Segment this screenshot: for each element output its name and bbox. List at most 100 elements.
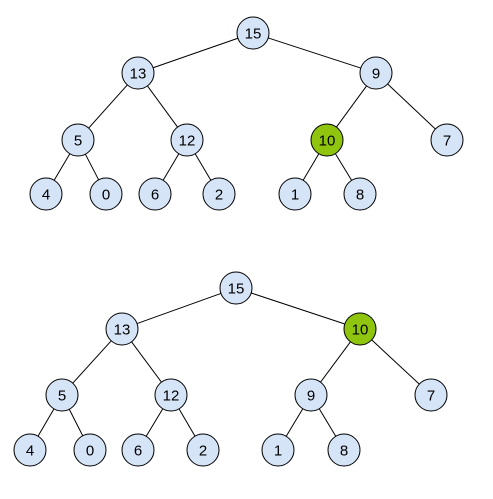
- node-label: 8: [356, 187, 364, 204]
- node-circle: [105, 312, 139, 346]
- tree-node: 5: [61, 123, 95, 157]
- edge-heap-before-a15-a13: [152, 37, 239, 69]
- node-label: 7: [427, 388, 435, 405]
- node-circle: [414, 378, 448, 412]
- edge-heap-before-a12-a2: [194, 153, 212, 181]
- node-circle: [121, 56, 155, 90]
- node-label: 8: [340, 443, 348, 460]
- node-label: 0: [86, 443, 94, 460]
- node-label: 2: [215, 187, 223, 204]
- edge-heap-before-a9-a7: [387, 83, 436, 130]
- edge-heap-after-b9-b1: [285, 408, 304, 437]
- node-circle: [359, 56, 393, 90]
- tree-node: 8: [343, 177, 377, 211]
- node-circle: [29, 177, 63, 211]
- node-circle: [278, 177, 312, 211]
- node-circle: [45, 378, 79, 412]
- node-label: 1: [291, 187, 299, 204]
- edge-heap-after-b9-b8: [318, 408, 337, 437]
- nodes-layer: 15 13 9 5 12 10 7 4 0 6 2 1 8 15 13 10 5 12 9 7 4 0 6 2 1 8: [13, 16, 464, 467]
- tree-node: 15: [219, 271, 253, 305]
- node-label: 12: [163, 388, 180, 405]
- edges-layer: [37, 37, 436, 437]
- node-label: 15: [245, 26, 262, 43]
- node-circle: [61, 123, 95, 157]
- highlighted-node-circle: [343, 312, 377, 346]
- tree-node: 5: [45, 378, 79, 412]
- edge-heap-before-a9-a10: [336, 85, 367, 128]
- node-label: 1: [274, 443, 282, 460]
- tree-node: 0: [89, 177, 123, 211]
- node-label: 12: [179, 133, 196, 150]
- node-label: 7: [443, 133, 451, 150]
- node-label: 13: [130, 66, 147, 83]
- node-circle: [430, 123, 464, 157]
- node-circle: [170, 123, 204, 157]
- tree-node: 13: [105, 312, 139, 346]
- node-label: 4: [42, 187, 50, 204]
- node-circle: [202, 177, 236, 211]
- tree-node: 6: [138, 177, 172, 211]
- edge-heap-before-a5-a0: [84, 153, 100, 181]
- tree-node: 12: [170, 123, 204, 157]
- tree-node: 7: [430, 123, 464, 157]
- edge-heap-after-b13-b5: [72, 340, 112, 384]
- node-circle: [294, 378, 328, 412]
- node-circle: [73, 433, 107, 467]
- node-label: 9: [372, 66, 380, 83]
- edge-heap-after-b15-b10: [251, 292, 345, 325]
- node-circle: [121, 433, 155, 467]
- edge-heap-after-b12-b6: [145, 408, 164, 437]
- node-label: 6: [134, 443, 142, 460]
- tree-node: 2: [186, 433, 220, 467]
- node-circle: [236, 16, 270, 50]
- node-label: 5: [74, 133, 82, 150]
- tree-node: 1: [261, 433, 295, 467]
- node-label: 5: [58, 388, 66, 405]
- node-label: 0: [102, 187, 110, 204]
- highlighted-node-circle: [310, 123, 344, 157]
- node-label: 2: [199, 443, 207, 460]
- tree-node: 6: [121, 433, 155, 467]
- edge-heap-before-a13-a5: [88, 84, 128, 129]
- edge-heap-after-b10-b7: [371, 339, 420, 385]
- edge-heap-before-a5-a4: [53, 153, 71, 181]
- node-label: 4: [26, 443, 34, 460]
- node-circle: [327, 433, 361, 467]
- node-circle: [154, 378, 188, 412]
- edge-heap-after-b5-b4: [37, 408, 55, 437]
- node-label: 6: [151, 187, 159, 204]
- node-circle: [186, 433, 220, 467]
- node-label: 9: [307, 388, 315, 405]
- tree-node: 10: [310, 123, 344, 157]
- node-circle: [261, 433, 295, 467]
- node-circle: [13, 433, 47, 467]
- node-circle: [219, 271, 253, 305]
- tree-node: 4: [29, 177, 63, 211]
- node-label: 13: [114, 322, 131, 339]
- node-label: 15: [228, 281, 245, 298]
- tree-node: 15: [236, 16, 270, 50]
- edge-heap-before-a10-a8: [334, 153, 353, 181]
- node-label: 10: [352, 322, 369, 339]
- tree-node: 0: [73, 433, 107, 467]
- tree-node: 4: [13, 433, 47, 467]
- edge-heap-after-b5-b0: [68, 409, 84, 436]
- tree-node: 12: [154, 378, 188, 412]
- tree-node: 7: [414, 378, 448, 412]
- edge-heap-after-b12-b2: [178, 408, 196, 437]
- tree-node: 9: [294, 378, 328, 412]
- tree-node: 9: [359, 56, 393, 90]
- edge-heap-before-a10-a1: [302, 153, 320, 181]
- tree-node: 13: [121, 56, 155, 90]
- tree-node: 10: [343, 312, 377, 346]
- edge-heap-before-a13-a12: [147, 85, 178, 128]
- edge-heap-after-b10-b9: [320, 341, 351, 383]
- edge-heap-before-a15-a9: [268, 37, 361, 69]
- edge-heap-before-a12-a6: [162, 153, 180, 181]
- edge-heap-after-b15-b13: [136, 292, 222, 325]
- node-circle: [343, 177, 377, 211]
- node-circle: [138, 177, 172, 211]
- tree-node: 8: [327, 433, 361, 467]
